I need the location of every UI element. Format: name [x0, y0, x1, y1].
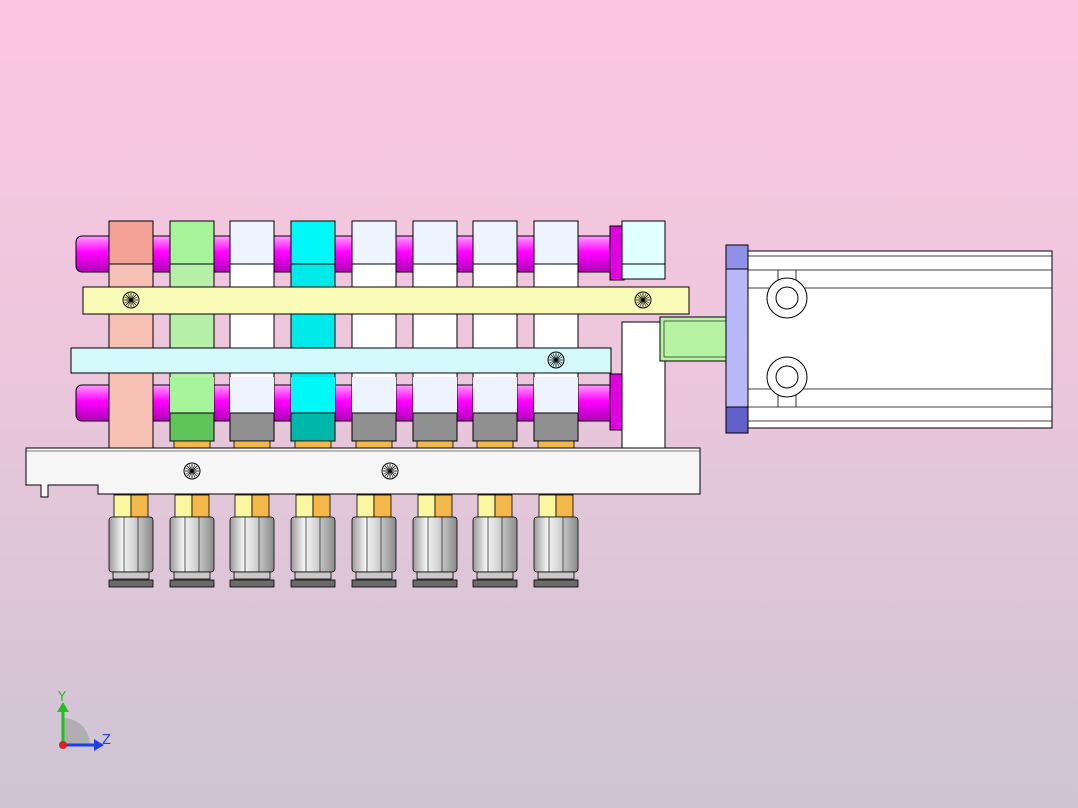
valve-block [533, 220, 579, 449]
base-screw-right [381, 462, 399, 480]
push-in-fitting [229, 494, 275, 588]
valve-block [169, 220, 215, 449]
upper-bar-screw-left [122, 291, 140, 309]
push-in-fitting [533, 494, 579, 588]
triad-y-label: Y [57, 690, 66, 705]
end-block-top [621, 220, 666, 280]
push-in-fitting [169, 494, 215, 588]
push-in-fitting [412, 494, 458, 588]
push-in-fittings [108, 494, 579, 588]
valve-block [290, 220, 336, 449]
air-cylinder [725, 244, 1053, 434]
lower-clamp-bar [70, 347, 612, 374]
coordinate-triad: Y Z [57, 690, 111, 751]
base-plate [25, 447, 701, 498]
valve-block [108, 220, 154, 458]
valve-block [351, 220, 397, 449]
push-in-fitting [290, 494, 336, 588]
cylinder-connector [659, 316, 732, 362]
end-block-bottom [621, 321, 666, 458]
base-screw-left [183, 462, 201, 480]
push-in-fitting [472, 494, 518, 588]
triad-z-label: Z [102, 733, 111, 748]
lower-bar-screw [547, 351, 565, 369]
upper-bar-screw-right [634, 291, 652, 309]
push-in-fitting [108, 494, 154, 588]
valve-block [472, 220, 518, 449]
upper-clamp-bar [82, 286, 690, 315]
valve-block [229, 220, 275, 449]
push-in-fitting [351, 494, 397, 588]
valve-block [412, 220, 458, 449]
